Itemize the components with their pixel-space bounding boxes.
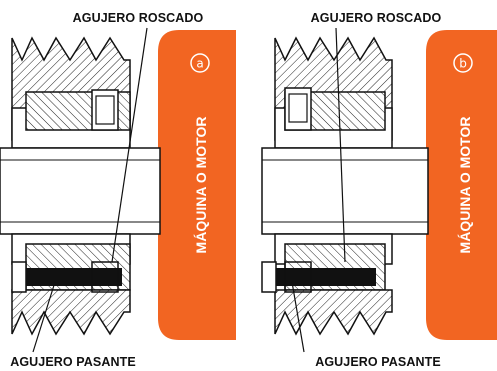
shaft-a (0, 147, 161, 235)
through-hole-label-a: AGUJERO PASANTE (10, 355, 136, 369)
threaded-hole-label-b: AGUJERO ROSCADO (311, 11, 442, 25)
leader-through-b (291, 281, 305, 353)
pulley-upper-b (274, 36, 393, 149)
pulley-lower-b (261, 233, 393, 336)
bolt-shank-a (26, 268, 122, 286)
leader-through-a (32, 281, 56, 353)
threaded-hole-label-a: AGUJERO ROSCADO (73, 11, 204, 25)
machine-label-b: MÁQUINA O MOTOR (457, 117, 473, 254)
pulley-lower-a (11, 233, 131, 336)
badge-a (190, 53, 210, 73)
bolt-shank-b (276, 268, 376, 286)
machine-label-a: MÁQUINA O MOTOR (193, 117, 209, 254)
machine-block-b (426, 30, 497, 340)
machine-block-a (158, 30, 236, 340)
shaft-b (261, 147, 429, 235)
pulley-upper-a (11, 36, 131, 149)
bolt-head-b (261, 261, 277, 293)
bolt-head-a (11, 261, 27, 293)
badge-b-letter: b (459, 57, 467, 71)
panel-b: b MÁQUINA O MOTOR AGUJERO ROSCADO AGUJER… (261, 11, 497, 369)
panel-a: a MÁQUINA O MOTOR AGUJERO ROSCADO AGUJ (0, 11, 236, 369)
badge-b (453, 53, 473, 73)
leader-threaded-a (111, 27, 148, 263)
leader-threaded-b (335, 27, 346, 263)
badge-a-letter: a (196, 57, 203, 71)
through-hole-label-b: AGUJERO PASANTE (315, 355, 441, 369)
